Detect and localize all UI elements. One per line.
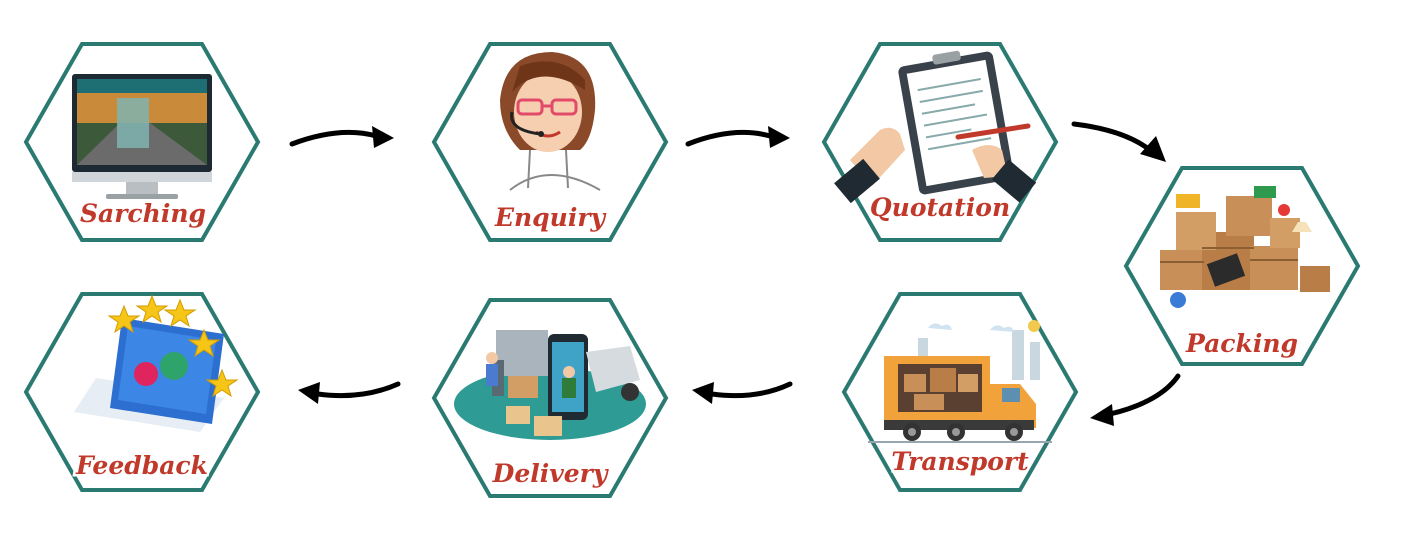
step-label: Enquiry [494, 203, 607, 232]
step-label: Feedback [75, 451, 208, 480]
moving-truck-icon [868, 320, 1052, 443]
step-label: Quotation [870, 193, 1010, 222]
step-delivery: Delivery [431, 298, 669, 498]
delivery-phone-icon [454, 330, 646, 440]
arrow-1-to-2 [289, 126, 394, 148]
step-quotation: Quotation [821, 42, 1059, 242]
step-transport: Transport [841, 292, 1079, 492]
step-label: Packing [1185, 329, 1298, 358]
arrow-3-to-4 [1071, 121, 1166, 162]
arrow-2-to-3 [685, 126, 790, 148]
step-label: Transport [891, 447, 1029, 476]
step-packing: Packing [1123, 166, 1361, 366]
step-label: Sarching [80, 199, 206, 228]
call-center-agent-icon [500, 52, 601, 191]
step-feedback: Feedback [23, 292, 261, 492]
step-searching: Sarching [23, 42, 261, 242]
moving-boxes-icon [1160, 186, 1330, 308]
arrow-4-to-5 [1090, 373, 1181, 426]
step-label: Delivery [492, 459, 609, 488]
rating-stars-laptop-icon [74, 294, 239, 432]
arrow-6-to-7 [298, 381, 401, 404]
clipboard-signing-icon [834, 50, 1037, 204]
website-monitor-icon [72, 74, 212, 199]
arrow-5-to-6 [692, 381, 793, 404]
step-enquiry: Enquiry [431, 42, 669, 242]
